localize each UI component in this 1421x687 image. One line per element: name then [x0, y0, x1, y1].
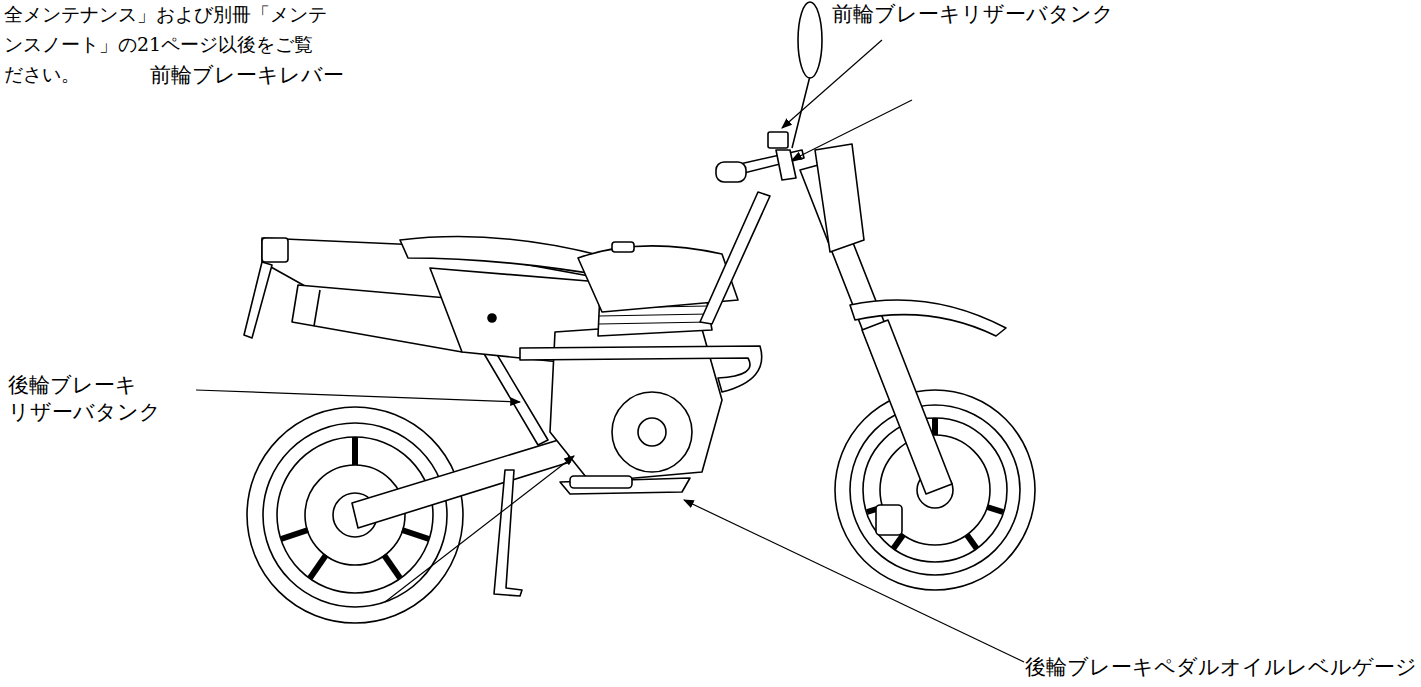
part-name: 前輪ブレーキレバー — [150, 62, 344, 89]
leader-lines — [196, 40, 1024, 662]
note-text: ださい。 — [4, 62, 80, 87]
part-name: 前輪ブレーキリザーバタンク — [832, 1, 1114, 28]
note-text: ンスノート」の21ページ以後をご覧 — [4, 32, 313, 57]
part-name: 後輪ブレーキ リザーバタンク — [8, 372, 178, 427]
part-name: 後輪ブレーキペダルオイルレベルゲージ — [1025, 654, 1417, 681]
note-text: 全メンテナンス」および別冊「メンテ — [4, 2, 327, 27]
